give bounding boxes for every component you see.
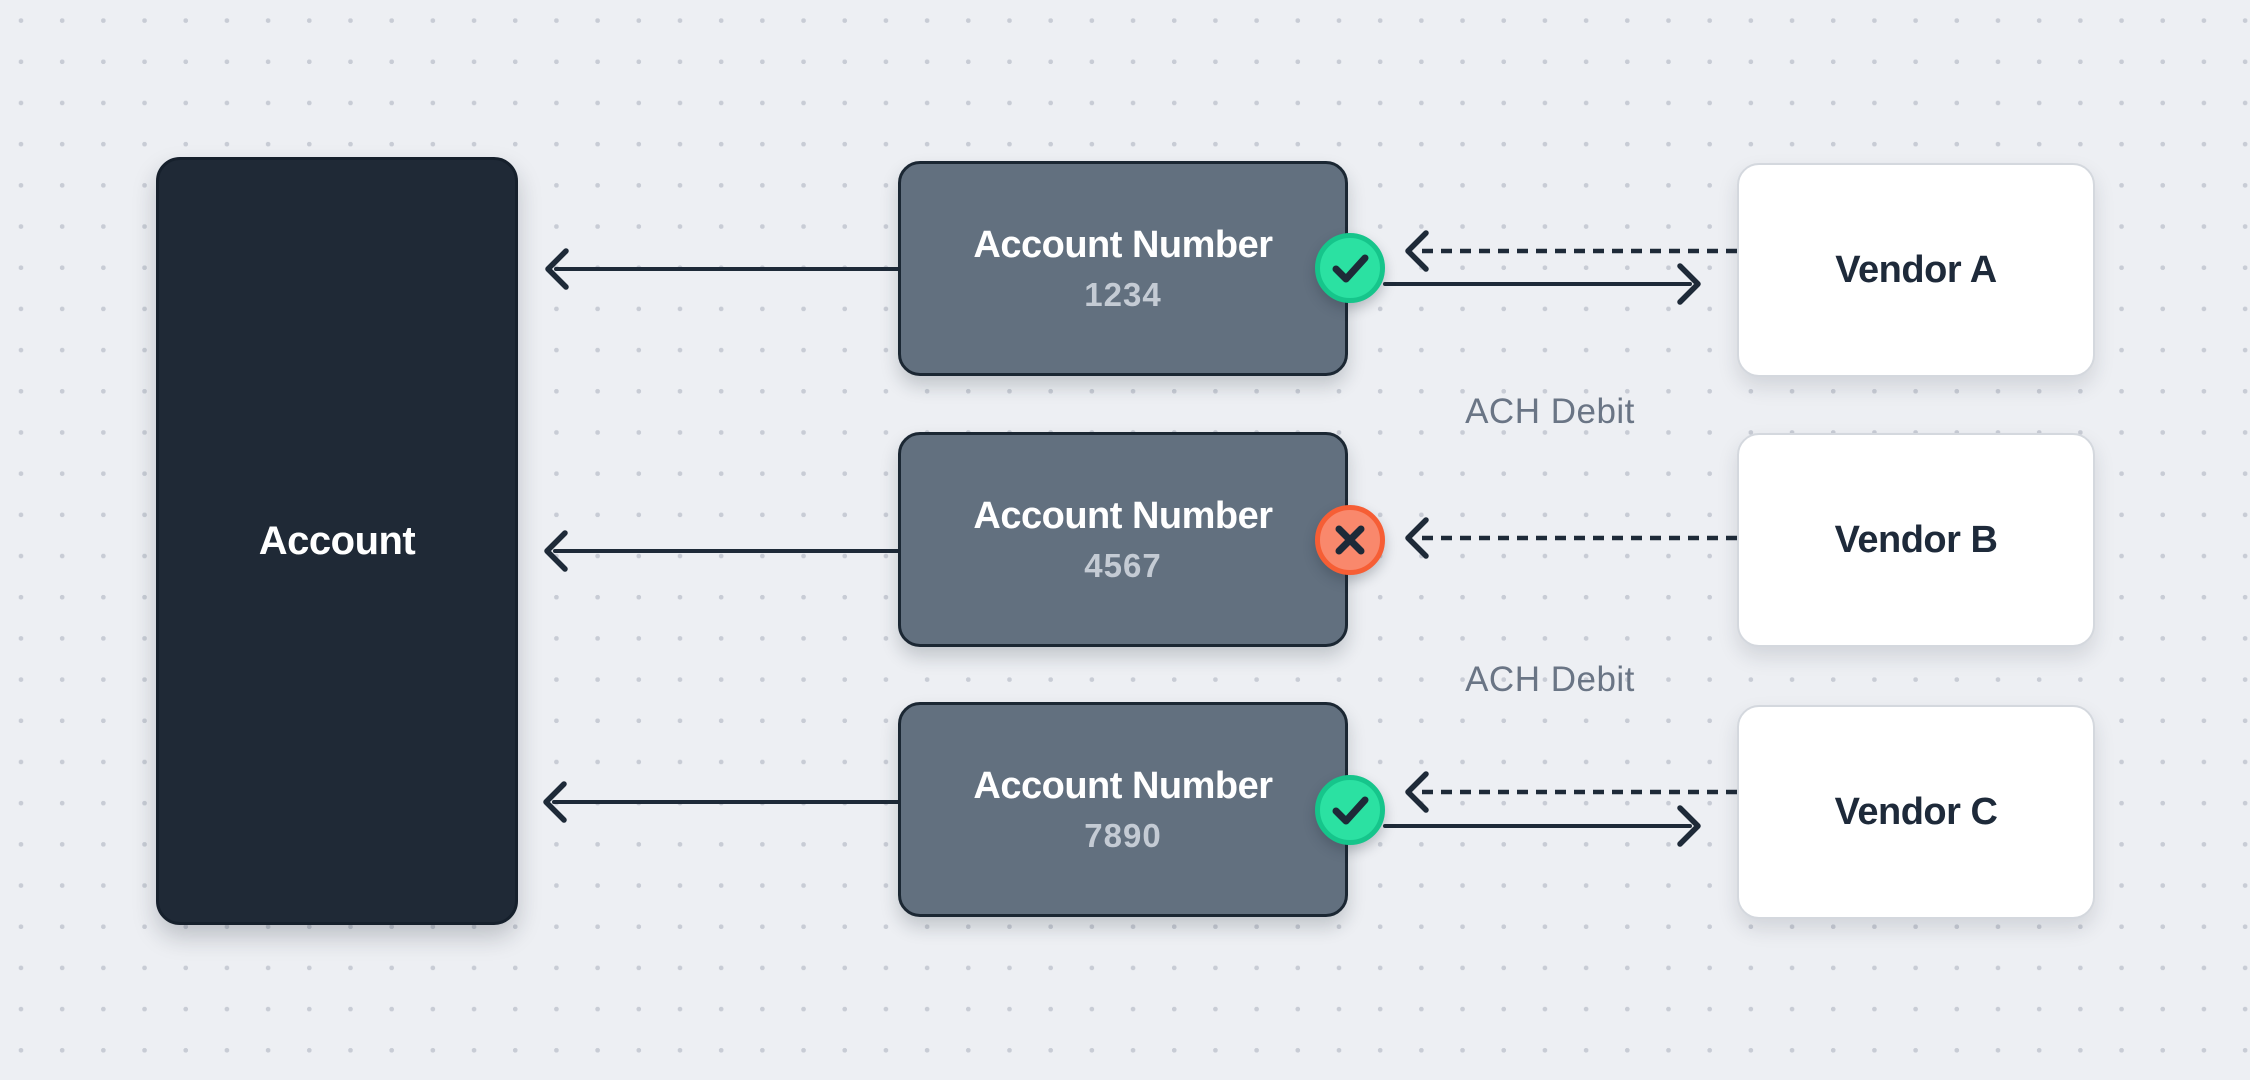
arrow-acct3-to-vendorC — [1383, 805, 1701, 847]
vendor-node-a: Vendor A — [1737, 163, 2095, 377]
check-icon — [1332, 796, 1369, 825]
dashed-arrow-vendorC-to-acct3 — [1405, 771, 1737, 813]
account-number-value: 7890 — [1084, 816, 1162, 854]
account-number-title: Account Number — [973, 494, 1273, 537]
arrow-acct1-to-vendorA — [1383, 263, 1701, 305]
account-number-node-3: Account Number 7890 — [898, 702, 1348, 917]
account-number-title: Account Number — [973, 764, 1273, 807]
arrow-acct2-to-account — [544, 530, 900, 572]
edge-label-ach-debit-1: ACH Debit — [1465, 392, 1635, 431]
arrow-acct1-to-account — [545, 248, 900, 290]
account-number-value: 4567 — [1084, 546, 1162, 584]
status-badge-failed-2 — [1315, 505, 1385, 575]
account-number-value: 1234 — [1084, 275, 1162, 313]
vendor-node-c: Vendor C — [1737, 705, 2095, 919]
dashed-arrow-vendorB-to-acct2 — [1405, 517, 1737, 559]
dashed-arrow-vendorA-to-acct1 — [1405, 230, 1737, 272]
x-icon — [1335, 525, 1365, 555]
account-number-node-2: Account Number 4567 — [898, 432, 1348, 647]
vendor-label: Vendor B — [1834, 518, 1998, 561]
check-icon — [1332, 254, 1369, 283]
status-badge-verified-3 — [1315, 775, 1385, 845]
account-number-title: Account Number — [973, 223, 1273, 266]
edge-label-ach-debit-2: ACH Debit — [1465, 660, 1635, 699]
status-badge-verified-1 — [1315, 233, 1385, 303]
vendor-label: Vendor C — [1834, 790, 1998, 833]
account-label: Account — [258, 518, 416, 563]
vendor-node-b: Vendor B — [1737, 433, 2095, 647]
account-node: Account — [156, 157, 518, 925]
arrow-acct3-to-account — [543, 781, 900, 823]
account-number-node-1: Account Number 1234 — [898, 161, 1348, 376]
vendor-label: Vendor A — [1835, 248, 1997, 291]
